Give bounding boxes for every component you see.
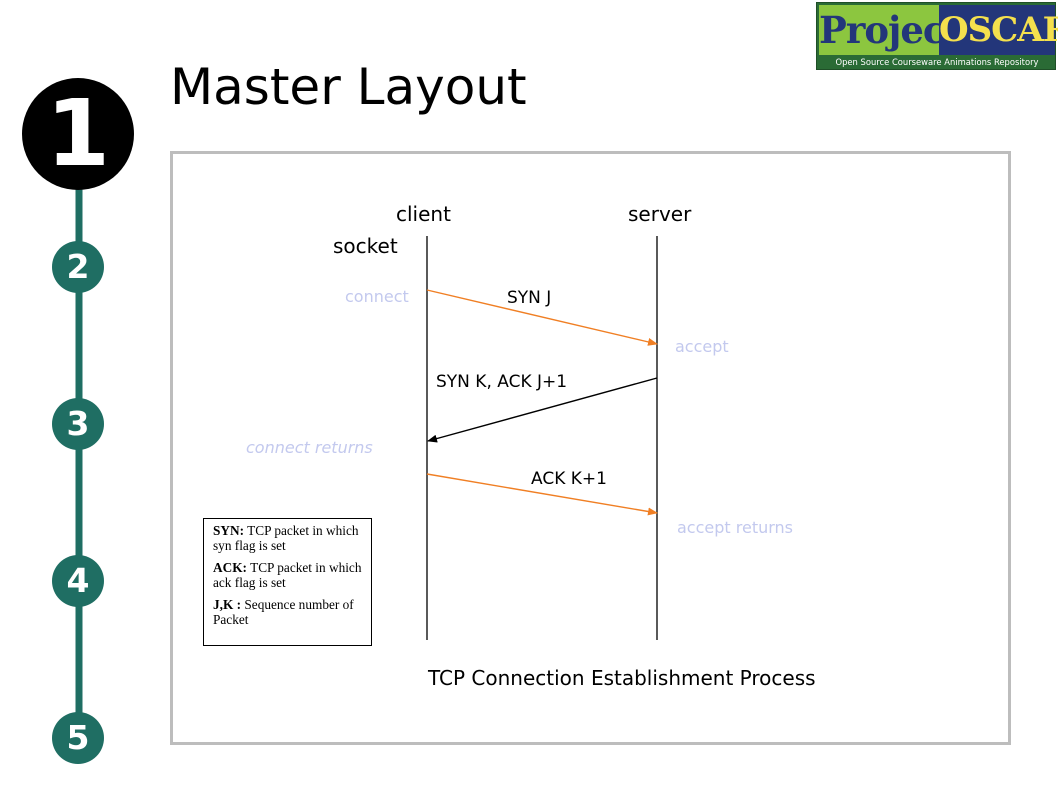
step-3-circle[interactable]	[52, 398, 104, 450]
server-lifeline-label: server	[628, 202, 692, 226]
step-4-label[interactable]: 4	[66, 561, 90, 600]
syn-k-ack-arrow	[427, 377, 658, 443]
step-2-label[interactable]: 2	[66, 247, 90, 286]
step-rail-graphic	[22, 78, 134, 764]
legend-item-ack: ACK: TCP packet in which ack flag is set	[213, 560, 365, 590]
connect-returns-event-label: connect returns	[246, 438, 373, 457]
step-rail: 1 2 3 4 5	[0, 0, 160, 793]
syn-k-ack-message-label: SYN K, ACK J+1	[436, 372, 568, 392]
step-5-circle[interactable]	[52, 712, 104, 764]
accept-event-label: accept	[675, 337, 729, 356]
legend-definition: TCP packet in which syn flag is set	[213, 523, 359, 553]
diagram-caption: TCP Connection Establishment Process	[428, 666, 816, 690]
legend-term: ACK:	[213, 560, 247, 575]
legend-definition: TCP packet in which ack flag is set	[213, 560, 362, 590]
logo-word-project: Project	[819, 5, 962, 55]
ack-k-message-label: ACK K+1	[531, 469, 607, 489]
legend-item-jk: J,K : Sequence number of Packet	[213, 597, 365, 627]
step-2-circle[interactable]	[52, 241, 104, 293]
step-1-circle[interactable]	[22, 78, 134, 190]
legend-definition: Sequence number of Packet	[213, 597, 354, 627]
connect-event-label: connect	[345, 287, 409, 306]
client-lifeline-label: client	[396, 202, 451, 226]
logo-subtitle: Open Source Courseware Animations Reposi…	[819, 56, 1055, 69]
diagram-frame: client server socket connect SYN J accep…	[170, 151, 1011, 745]
legend-term: J,K :	[213, 597, 242, 612]
page-title: Master Layout	[170, 58, 527, 116]
socket-label: socket	[333, 234, 398, 258]
syn-j-message-label: SYN J	[507, 288, 552, 308]
step-3-label[interactable]: 3	[66, 404, 90, 443]
step-4-circle[interactable]	[52, 555, 104, 607]
logo-word-oscar: OSCAR	[939, 5, 1058, 55]
step-5-label[interactable]: 5	[66, 718, 90, 757]
legend-box: SYN: TCP packet in which syn flag is set…	[203, 518, 372, 646]
legend-term: SYN:	[213, 523, 245, 538]
sequence-diagram	[426, 236, 658, 640]
project-oscar-logo: Project OSCAR Open Source Courseware Ani…	[816, 2, 1058, 70]
step-1-label[interactable]: 1	[45, 80, 110, 187]
ack-k-arrow	[426, 473, 658, 516]
accept-returns-event-label: accept returns	[677, 518, 794, 537]
legend-item-syn: SYN: TCP packet in which syn flag is set	[213, 523, 365, 553]
syn-j-arrow	[426, 289, 658, 346]
